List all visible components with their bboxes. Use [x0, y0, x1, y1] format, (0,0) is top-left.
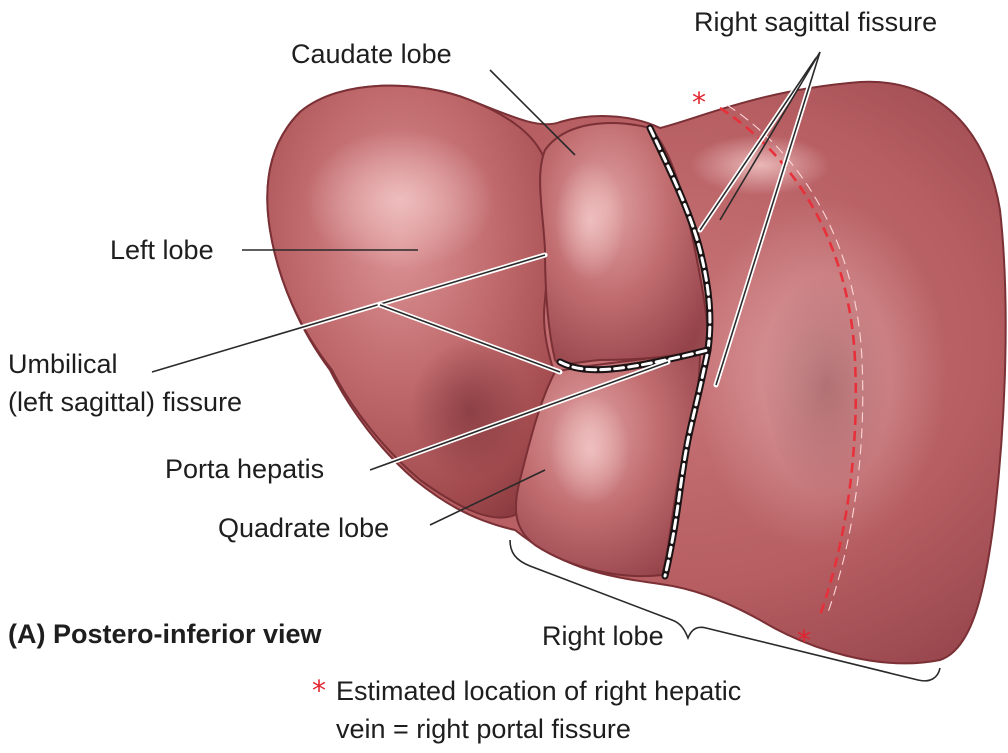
label-umbilical-line2: (left sagittal) fissure	[8, 387, 242, 417]
asterisk-top: *	[692, 86, 706, 119]
label-quadrate-lobe: Quadrate lobe	[218, 513, 389, 543]
footnote-line1: Estimated location of right hepatic	[336, 676, 741, 706]
footnote-asterisk: *	[312, 674, 326, 707]
label-umbilical-line1: Umbilical	[8, 349, 118, 379]
label-right-lobe: Right lobe	[542, 621, 664, 651]
caption-view: (A) Postero-inferior view	[8, 619, 323, 649]
footnote-line2: vein = right portal fissure	[336, 714, 631, 744]
label-caudate-lobe: Caudate lobe	[291, 39, 452, 69]
label-porta-hepatis: Porta hepatis	[165, 454, 324, 484]
asterisk-bottom: *	[797, 624, 811, 657]
label-right-sagittal-fissure: Right sagittal fissure	[694, 7, 937, 37]
label-left-lobe: Left lobe	[110, 235, 214, 265]
